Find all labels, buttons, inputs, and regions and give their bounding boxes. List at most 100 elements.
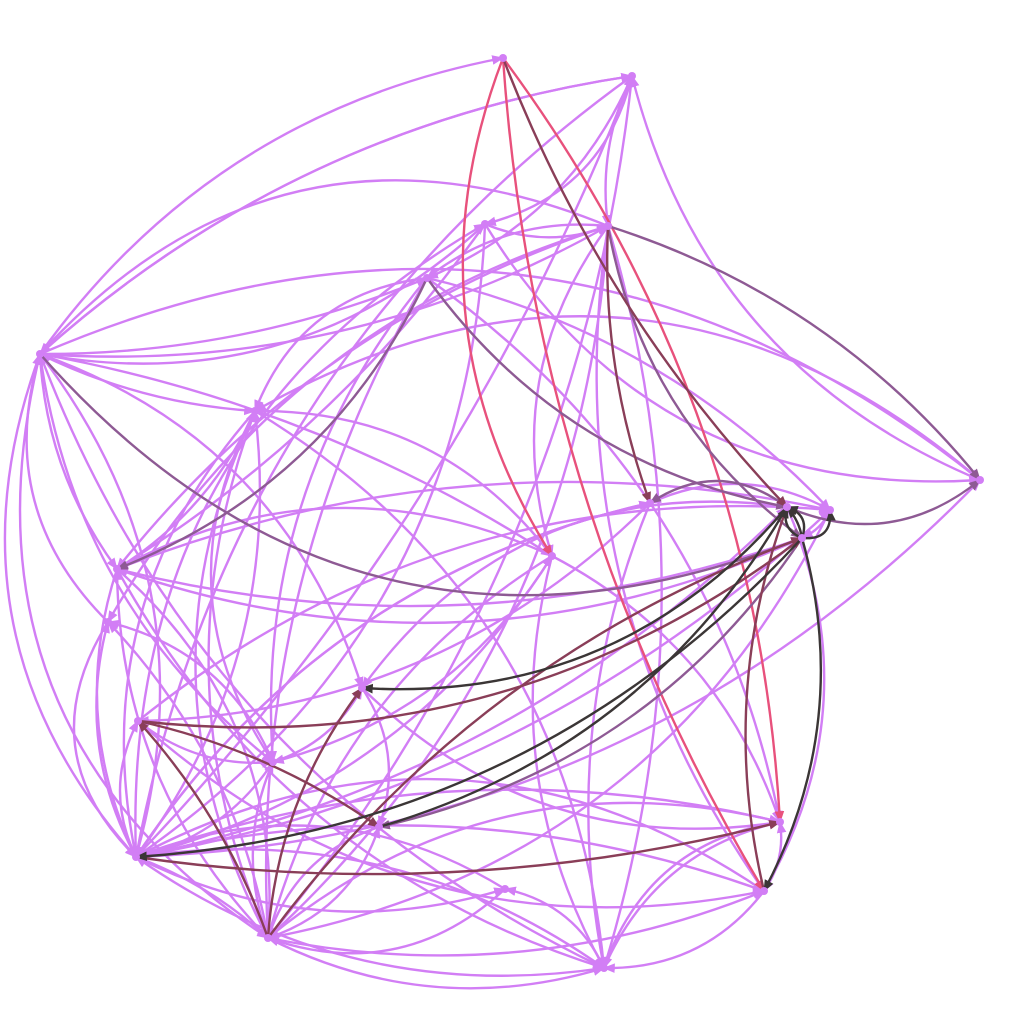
edge-n17-n13	[134, 508, 832, 859]
edge-n10-n21	[587, 501, 652, 970]
edge-n19-n23	[266, 825, 381, 940]
node-n4	[604, 222, 612, 230]
edge-n6-n23	[18, 352, 270, 940]
edge-n2-n4	[601, 74, 634, 228]
edge-n2-n17	[133, 74, 634, 859]
edge-n19-n11	[377, 505, 789, 829]
edge-n17-n11	[134, 505, 789, 859]
edge-n24-n18	[136, 719, 275, 768]
edge-n6-n1	[38, 55, 505, 356]
edge-n17-n15	[95, 620, 138, 859]
edge-n23-n13	[266, 508, 832, 940]
edge-n15-n17	[72, 620, 138, 859]
edge-n8-n14	[115, 409, 257, 571]
edge-n20-n22	[762, 820, 787, 893]
edge-n20-n11	[744, 505, 789, 893]
edge-n12-n13	[800, 508, 836, 540]
node-n13	[826, 506, 834, 514]
edge-n3-n7	[483, 222, 982, 486]
node-n23	[264, 934, 272, 942]
edge-n20-n21	[602, 889, 766, 973]
edge-n12-n19	[377, 536, 804, 830]
edge-n4-n5	[425, 223, 610, 280]
edge-n15-n6	[25, 352, 110, 624]
edge-n21-n25	[503, 886, 606, 970]
node-n16	[358, 684, 366, 692]
edge-n4-n21	[602, 224, 663, 970]
node-n18	[269, 758, 277, 766]
edge-n25-n23	[266, 887, 507, 955]
edge-n14-n23	[115, 567, 274, 940]
edge-n14-n21	[115, 567, 606, 970]
edge-n5-n14	[115, 276, 429, 571]
edge-n23-n21	[266, 936, 606, 990]
edge-n6-n12	[38, 352, 804, 597]
edge-n17-n7	[134, 478, 982, 859]
edge-n17-n22	[134, 788, 782, 859]
edge-n1-n20	[501, 56, 766, 893]
edge-n6-n18	[38, 352, 275, 764]
edge-n21-n17	[134, 855, 606, 977]
edge-n17-n23	[134, 855, 270, 940]
edge-n11-n16	[360, 505, 789, 694]
edge-n23-n24	[136, 719, 270, 940]
edge-n7-n8	[253, 315, 982, 482]
edge-n24-n19	[136, 719, 381, 829]
edge-n1-n9	[461, 56, 554, 558]
node-n22	[776, 818, 784, 826]
edge-n6-n4	[38, 224, 610, 358]
edge-n4-n20	[595, 224, 766, 893]
edge-n11-n20	[762, 505, 826, 893]
edge-n12-n17	[134, 536, 804, 862]
node-n14	[113, 565, 121, 573]
edge-n6-n9	[38, 352, 554, 558]
edge-layer	[3, 55, 982, 990]
node-n11	[783, 503, 791, 511]
edge-n5-n22	[425, 276, 783, 824]
edge-n17-n22	[134, 820, 782, 876]
node-n25	[501, 885, 509, 893]
edge-n18-n16	[271, 686, 364, 764]
edge-n6-n2	[38, 72, 634, 356]
edge-n8-n9	[253, 409, 554, 558]
edge-n17-n3	[134, 222, 487, 859]
edge-n12-n20	[762, 536, 823, 893]
node-n24	[134, 717, 142, 725]
node-n6	[36, 350, 44, 358]
edge-n8-n21	[253, 409, 608, 970]
node-n3	[481, 220, 489, 228]
edge-n23-n22	[266, 801, 782, 940]
edge-n24-n12	[136, 536, 804, 729]
edge-n12-n14	[115, 536, 804, 625]
node-n12	[798, 534, 806, 542]
edge-n14-n17	[95, 567, 138, 859]
node-n10	[646, 499, 654, 507]
edge-n4-n12	[606, 224, 804, 540]
edge-n1-n22	[501, 56, 785, 824]
node-n17	[132, 853, 140, 861]
edge-n23-n20	[266, 889, 766, 957]
edge-n17-n8	[134, 409, 262, 859]
edge-n11-n16	[360, 500, 789, 690]
edge-n17-n6	[38, 352, 162, 859]
edge-n5-n11	[425, 276, 789, 510]
node-n2	[628, 72, 636, 80]
edge-n7-n2	[629, 74, 982, 482]
node-n19	[375, 823, 383, 831]
node-n21	[600, 964, 608, 972]
edge-n6-n7	[38, 267, 982, 482]
edge-n4-n10	[605, 224, 652, 505]
node-n15	[104, 618, 112, 626]
edge-n11-n10	[648, 479, 789, 509]
edge-n16-n22	[360, 686, 782, 830]
edge-n5-n8	[253, 276, 429, 413]
edge-n23-n15	[106, 620, 270, 940]
edge-n24-n20	[136, 719, 766, 909]
edge-n1-n11	[501, 56, 789, 509]
edge-n14-n12	[115, 536, 804, 608]
node-n9	[548, 552, 556, 560]
node-n7	[976, 476, 984, 484]
edge-n8-n17	[122, 409, 257, 859]
node-n8	[251, 407, 259, 415]
